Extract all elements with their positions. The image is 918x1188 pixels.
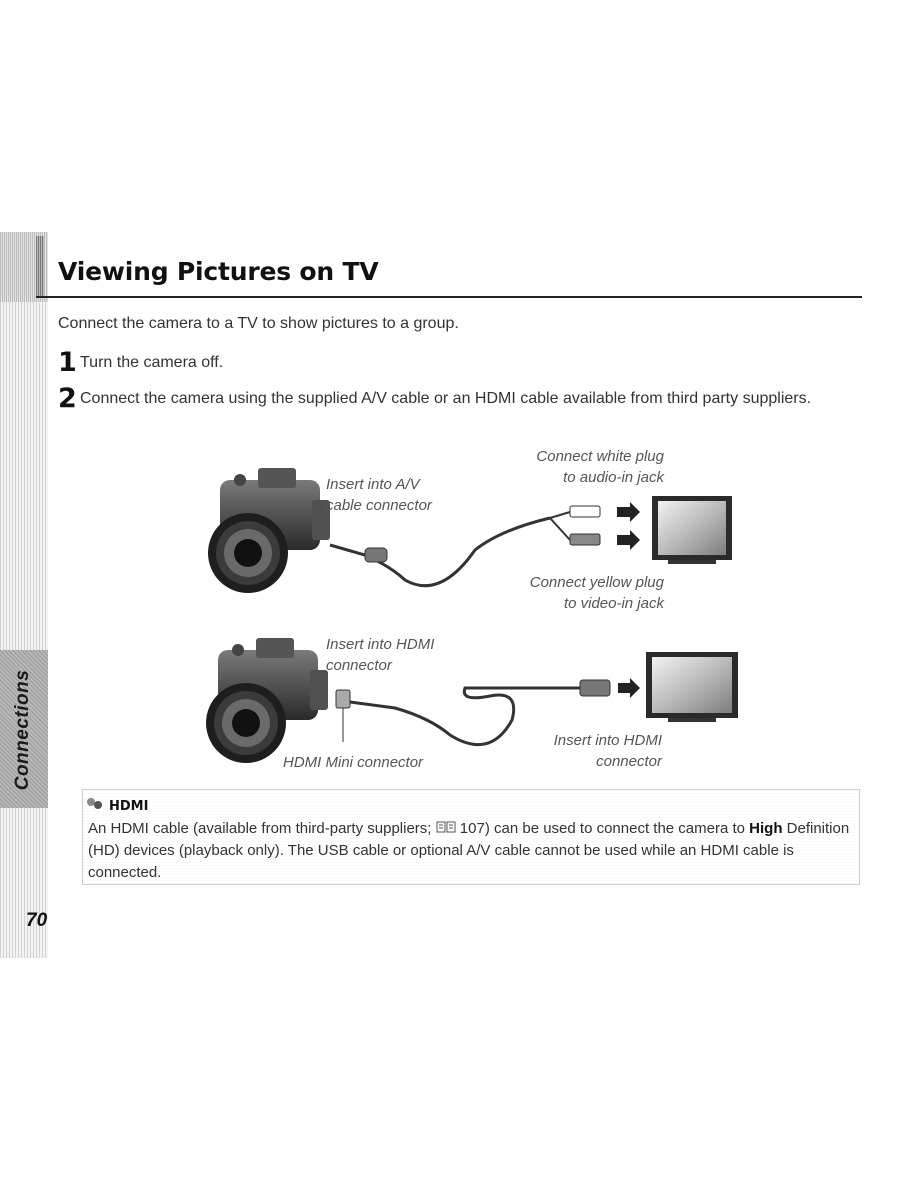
caption-hdmi-mini: HDMI Mini connector xyxy=(283,754,424,771)
intro-text: Connect the camera to a TV to show pictu… xyxy=(58,315,459,332)
side-strip xyxy=(0,232,48,958)
note-title-text: HDMI xyxy=(109,798,149,814)
note-body: An HDMI cable (available from third-part… xyxy=(88,818,856,884)
page-title: Viewing Pictures on TV xyxy=(58,257,379,286)
note-body-end: Definition (HD) devices (playback only).… xyxy=(88,820,850,881)
caption-hdmi-tv: Insert into HDMI connector xyxy=(553,732,662,770)
note-body-start: An HDMI cable (available from third-part… xyxy=(88,820,436,837)
camera-bottom xyxy=(206,638,328,763)
memo-icon xyxy=(86,797,104,815)
step-2-number: 2 xyxy=(58,383,77,414)
tv-bottom xyxy=(646,652,738,722)
hdmi-cable xyxy=(335,678,640,747)
step-2-text: Connect the camera using the supplied A/… xyxy=(80,390,812,407)
note-title: HDMI xyxy=(86,797,148,815)
step-1-text: Turn the camera off. xyxy=(80,354,224,371)
caption-av-connector: Insert into A/V cable connector xyxy=(326,476,432,514)
camera-top xyxy=(208,468,330,593)
note-body-bold: High xyxy=(749,820,783,837)
book-icon[interactable] xyxy=(436,820,456,837)
title-accent-bar xyxy=(36,236,44,296)
title-rule xyxy=(36,296,862,298)
tv-top xyxy=(652,496,732,564)
note-body-ref: 107) can be used to connect the camera t… xyxy=(455,820,750,837)
page-number: 70 xyxy=(26,910,48,931)
note-box xyxy=(82,789,860,885)
caption-hdmi-camera: Insert into HDMI connector xyxy=(326,636,435,674)
caption-yellow-plug: Connect yellow plug to video-in jack xyxy=(529,574,664,612)
caption-white-plug: Connect white plug to audio-in jack xyxy=(536,448,664,486)
step-1-number: 1 xyxy=(58,347,77,378)
connection-diagram xyxy=(206,468,738,763)
av-cable xyxy=(329,502,640,588)
section-tab[interactable] xyxy=(0,650,48,808)
section-tab-label: Connections xyxy=(12,669,33,791)
